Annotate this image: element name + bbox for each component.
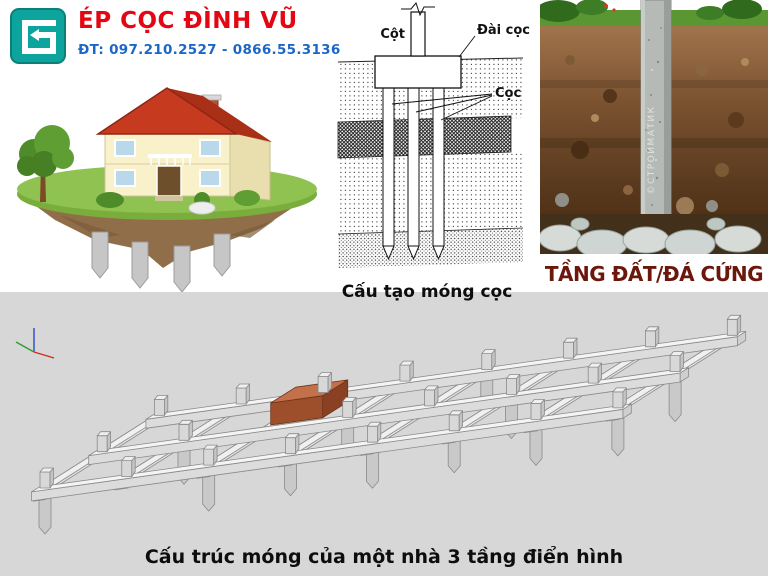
column [410,11,426,57]
foundation-section: Cấu trúc móng của một nhà 3 tầng điển hì… [0,292,768,576]
pile-diagram-caption: Cấu tạo móng cọc [341,282,513,302]
top-section: ÉP CỌC ĐÌNH VŨ ĐT: 097.210.2527 - 0866.5… [0,0,768,292]
piles [382,87,445,261]
pile-label: Cọc [495,86,521,101]
brand-name: ÉP CỌC ĐÌNH VŨ [78,8,298,34]
column-label: Cột [380,27,405,42]
soil-panel: ©СТРОЙМАТИК TẦNG ĐẤT/ĐÁ CỨNG [540,0,768,292]
brand-phone: ĐT: 097.210.2527 - 0866.55.3136 [78,41,341,58]
foundation-caption: Cấu trúc móng của một nhà 3 tầng điển hì… [144,546,624,568]
pile-diagram-panel: Cột Đài cọc Cọc [335,0,540,292]
pile-diagram: Cột Đài cọc Cọc [337,1,530,268]
soil-label-strip [540,254,768,292]
planter [188,201,216,215]
island-piles [91,231,231,292]
company-logo-icon [10,8,66,64]
logo-block: ÉP CỌC ĐÌNH VŨ ĐT: 097.210.2527 - 0866.5… [10,8,341,64]
tree [17,125,74,202]
soil-cross-section: ©СТРОЙМАТИК TẦNG ĐẤT/ĐÁ CỨNG [540,0,768,292]
house [95,87,272,201]
brand-panel: ÉP CỌC ĐÌNH VŨ ĐT: 097.210.2527 - 0866.5… [0,0,340,292]
concrete-pile: ©СТРОЙМАТИК [640,0,672,241]
watermark-text: ©СТРОЙМАТИК [645,105,657,194]
logo-text: ÉP CỌC ĐÌNH VŨ ĐT: 097.210.2527 - 0866.5… [78,8,341,58]
house-illustration [17,87,317,292]
break-symbol [401,1,435,17]
stones [555,55,749,215]
soil-layer-label: TẦNG ĐẤT/ĐÁ CỨNG [545,260,763,286]
foundation-drawing [15,314,747,535]
pile-cap [374,55,462,89]
pile-cap-label: Đài cọc [477,23,530,38]
